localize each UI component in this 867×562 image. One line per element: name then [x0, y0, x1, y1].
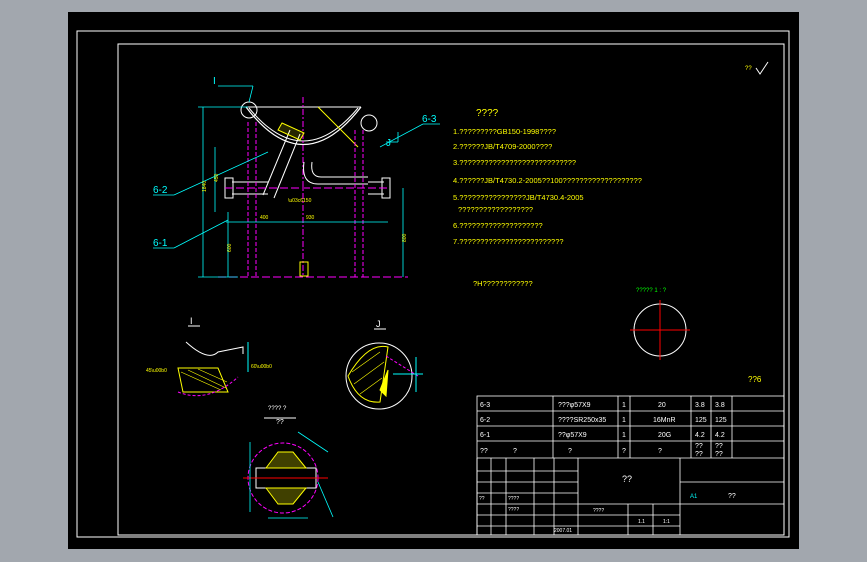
svg-text:J: J — [376, 319, 381, 329]
svg-text:4.2: 4.2 — [715, 432, 725, 439]
svg-text:??: ?? — [715, 443, 723, 450]
svg-text:?: ? — [658, 448, 662, 455]
svg-text:1.1: 1.1 — [638, 519, 645, 525]
svg-text:930: 930 — [306, 215, 315, 221]
row-1-no: 6-2 — [480, 417, 490, 424]
svg-text:1: 1 — [622, 432, 626, 439]
title-block — [476, 395, 785, 536]
svg-text:????SR250x35: ????SR250x35 — [558, 417, 606, 424]
svg-text:1:1: 1:1 — [663, 519, 670, 525]
cad-viewport[interactable]: 1840 450 600 930 400 800 \u03c6150 6-2 6… — [68, 12, 799, 549]
main-view: 1840 450 600 930 400 800 \u03c6150 — [153, 85, 440, 278]
svg-text:20: 20 — [658, 402, 666, 409]
svg-text:1.?????????GB150-1998????: 1.?????????GB150-1998???? — [453, 127, 556, 136]
svg-text:I: I — [190, 316, 193, 326]
inner-frame — [117, 43, 785, 536]
detail-lower: ???? ? ?? — [243, 406, 334, 519]
svg-text:4.2: 4.2 — [695, 432, 705, 439]
svg-text:3.8: 3.8 — [695, 402, 705, 409]
svg-text:20G: 20G — [658, 432, 671, 439]
svg-text:600: 600 — [227, 243, 233, 252]
svg-text:??: ?? — [695, 443, 703, 450]
svg-text:1: 1 — [622, 417, 626, 424]
svg-text:1: 1 — [622, 402, 626, 409]
label-6-3: 6-3 — [422, 114, 437, 125]
label-6-2: 6-2 — [153, 185, 168, 196]
svg-text:4.??????JB/T4730.2-2005??100??: 4.??????JB/T4730.2-2005??100????????????… — [453, 176, 642, 185]
svg-text:????? 1 : ?: ????? 1 : ? — [636, 288, 667, 294]
svg-text:?: ? — [568, 448, 572, 455]
label-view-I: I — [213, 76, 216, 87]
svg-text:125: 125 — [715, 417, 727, 424]
svg-text:A1: A1 — [690, 494, 698, 500]
svg-text:????: ???? — [593, 508, 604, 514]
outer-frame — [76, 30, 790, 538]
svg-text:??????????????????: ?????????????????? — [458, 205, 533, 214]
detail-J: J — [345, 319, 423, 410]
row-2-no: 6-1 — [480, 432, 490, 439]
svg-text:??: ?? — [480, 448, 488, 455]
remark: ?H???????????? — [473, 279, 533, 288]
section-view: ????? 1 : ? — [630, 288, 690, 360]
row-0-no: 6-3 — [480, 402, 490, 409]
svg-text:2007.01: 2007.01 — [554, 528, 572, 534]
svg-text:??φ57X9: ??φ57X9 — [558, 432, 587, 439]
svg-text:16MnR: 16MnR — [653, 417, 676, 424]
svg-text:7.?????????????????????????: 7.????????????????????????? — [453, 237, 564, 246]
svg-text:800: 800 — [402, 233, 408, 242]
svg-text:??: ?? — [479, 496, 485, 502]
svg-text:??: ?? — [715, 451, 723, 458]
svg-text:450: 450 — [214, 173, 220, 182]
svg-text:?: ? — [513, 448, 517, 455]
svg-text:3.8: 3.8 — [715, 402, 725, 409]
label-6-1: 6-1 — [153, 238, 168, 249]
svg-text:45\u00b0: 45\u00b0 — [146, 368, 167, 374]
svg-text:125: 125 — [695, 417, 707, 424]
svg-text:5.????????????????JB/T4730.4-2: 5.????????????????JB/T4730.4-2005 — [453, 193, 584, 202]
svg-text:??: ?? — [695, 451, 703, 458]
svg-text:\u03c6150: \u03c6150 — [288, 198, 312, 204]
technical-notes: ???? 1.?????????GB150-1998???? 2.??????J… — [453, 108, 642, 288]
label-view-J: J — [386, 138, 391, 149]
svg-text:????: ???? — [508, 507, 519, 513]
stamp-text: ?? — [728, 493, 736, 500]
parts-table: 6-3 ???φ57X9 1 20 3.8 3.8 6-2 ????SR250x… — [479, 402, 736, 534]
svg-text:??: ?? — [745, 66, 752, 72]
svg-text:6.????????????????????: 6.???????????????????? — [453, 221, 543, 230]
svg-text:3.????????????????????????????: 3.???????????????????????????? — [453, 158, 576, 167]
svg-text:?: ? — [622, 448, 626, 455]
svg-text:???? ?: ???? ? — [268, 406, 287, 412]
svg-text:????: ???? — [508, 496, 519, 502]
svg-text:2.??????JB/T4709-2000????: 2.??????JB/T4709-2000???? — [453, 142, 552, 151]
svg-text:60\u00b0: 60\u00b0 — [251, 364, 272, 370]
svg-text:???φ57X9: ???φ57X9 — [558, 402, 591, 409]
svg-text:1840: 1840 — [202, 181, 208, 192]
roughness-symbol: ?? — [745, 61, 769, 75]
drawing-canvas: 1840 450 600 930 400 800 \u03c6150 6-2 6… — [76, 30, 790, 538]
detail-I: I 45\u00b0 60\u00b0 — [146, 316, 272, 397]
scale-hint: ??6 — [748, 375, 762, 384]
title-cell: ?? — [622, 474, 632, 484]
svg-text:400: 400 — [260, 215, 269, 221]
notes-title: ???? — [476, 108, 499, 119]
svg-text:??: ?? — [276, 419, 284, 426]
